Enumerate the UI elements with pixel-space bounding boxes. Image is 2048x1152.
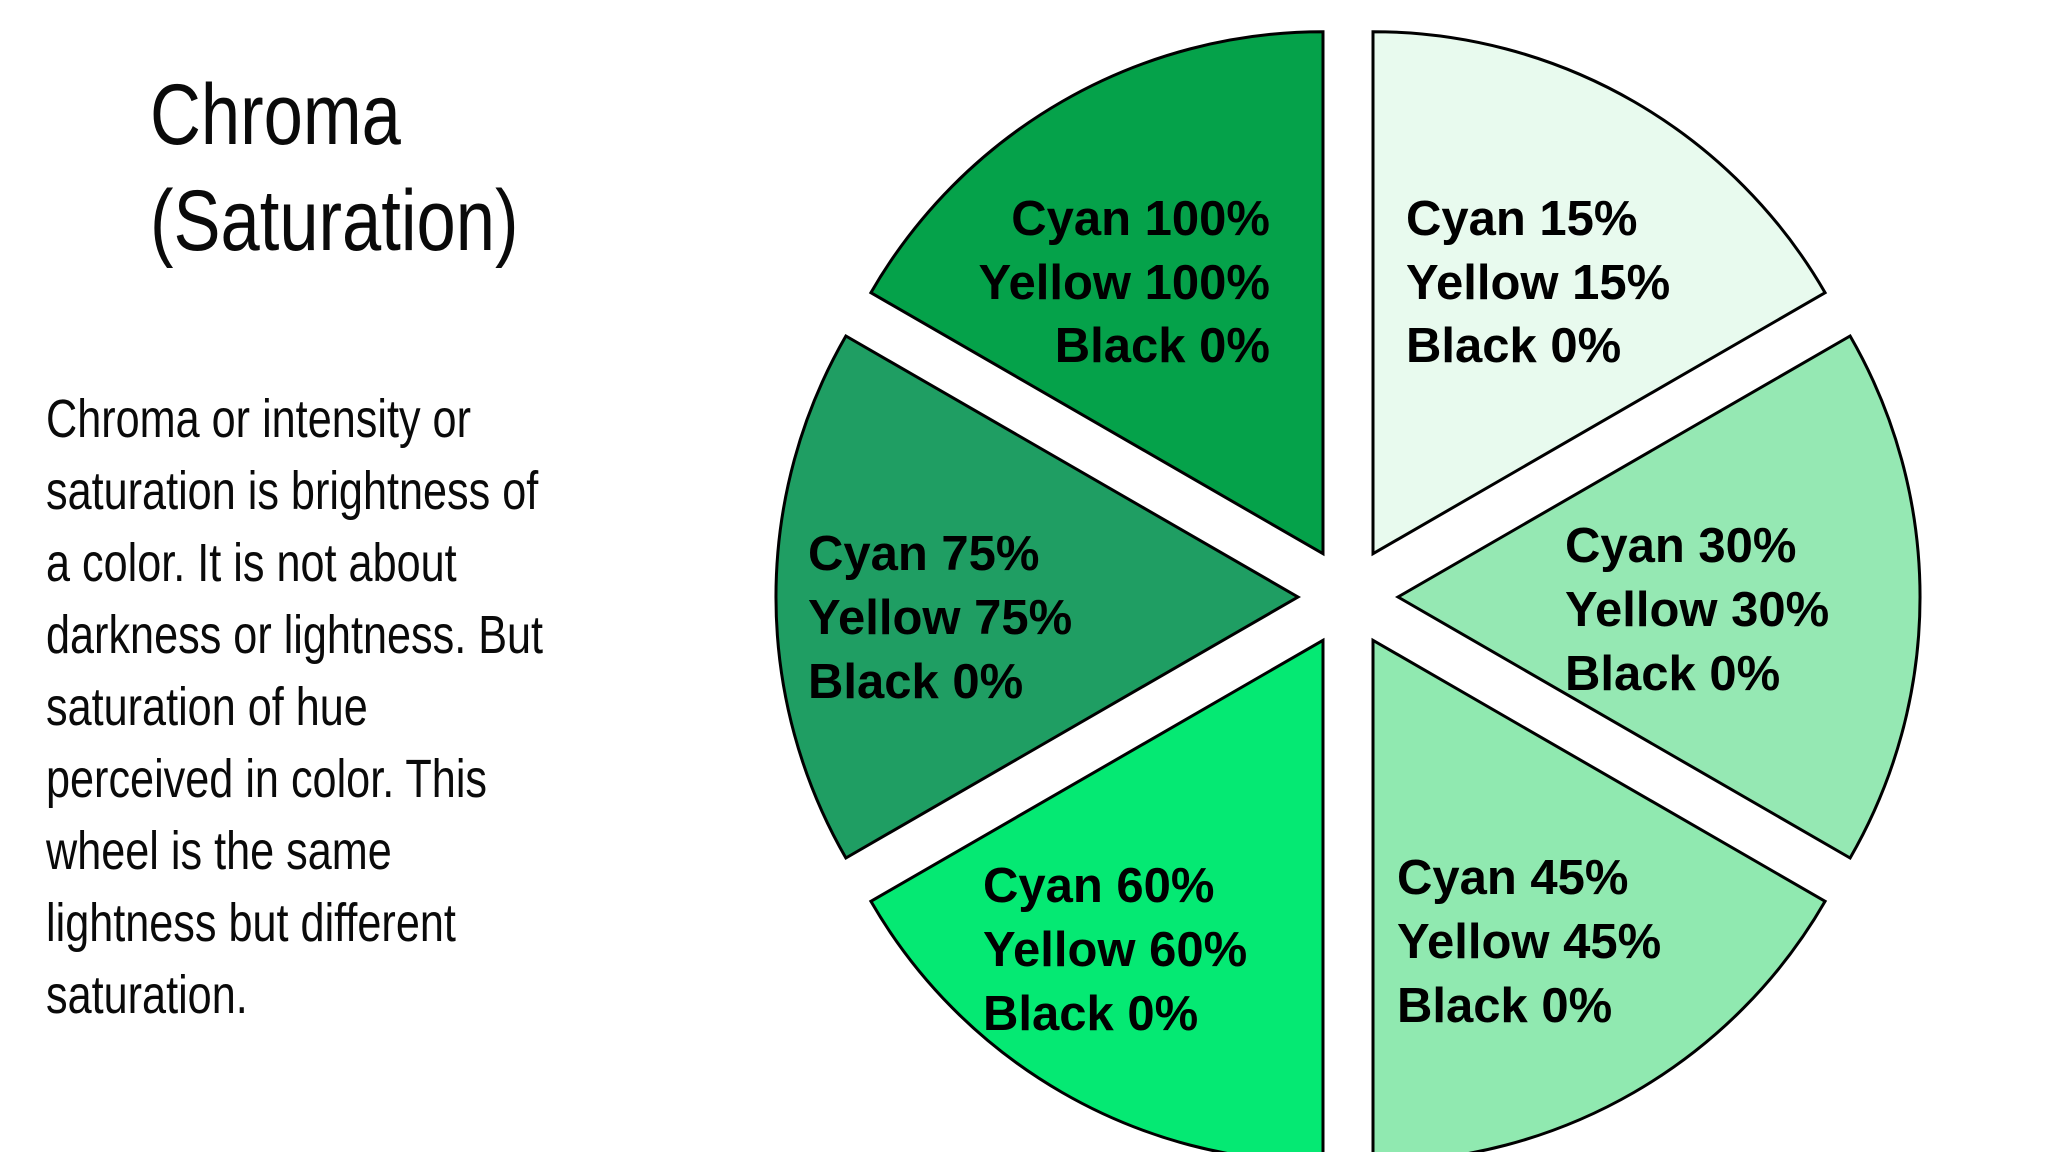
- slice-label-cyan-30: Cyan 30% Yellow 30% Black 0%: [1565, 519, 1829, 701]
- slice-label-line: Cyan 30%: [1565, 519, 1797, 573]
- slice-label-line: Black 0%: [1565, 647, 1780, 701]
- slice-label-cyan-45: Cyan 45% Yellow 45% Black 0%: [1397, 851, 1661, 1033]
- slide-title-line-1: Chroma: [150, 67, 401, 163]
- slice-label-line: Cyan 60%: [983, 859, 1215, 913]
- pie-slice-cyan-60: [868, 637, 1325, 1152]
- slide-body-line-1: Chroma or intensity or: [46, 389, 471, 449]
- slice-label-cyan-15: Cyan 15% Yellow 15% Black 0%: [1406, 192, 1670, 373]
- slice-label-line: Yellow 45%: [1397, 915, 1661, 969]
- slide-body-line-5: saturation of hue: [46, 677, 368, 737]
- slice-label-line: Yellow 75%: [808, 591, 1072, 645]
- slide-body-text: Chroma or intensity or saturation is brig…: [46, 383, 543, 1031]
- slide-body-line-8: lightness but different: [46, 893, 456, 953]
- slice-label-line: Cyan 100%: [1011, 192, 1270, 246]
- slide-body-line-3: a color. It is not about: [46, 533, 457, 593]
- slice-label-line: Yellow 100%: [979, 256, 1270, 310]
- slice-label-line: Yellow 15%: [1406, 256, 1670, 310]
- slide-body-line-2: saturation is brightness of: [46, 461, 539, 521]
- slice-label-line: Cyan 45%: [1397, 851, 1629, 905]
- slide-title-line-2: (Saturation): [150, 173, 519, 269]
- slice-label-line: Black 0%: [1397, 979, 1612, 1033]
- pie-slice-cyan-30: [1394, 333, 1922, 861]
- pie-slice-cyan-100: [868, 30, 1325, 557]
- slice-label-line: Black 0%: [1055, 319, 1270, 373]
- pie-slice-cyan-45: [1371, 637, 1828, 1152]
- pie-slice-cyan-75: [774, 333, 1302, 861]
- slice-label-cyan-60: Cyan 60% Yellow 60% Black 0%: [983, 859, 1247, 1041]
- slice-label-line: Black 0%: [808, 655, 1023, 709]
- slice-label-line: Yellow 60%: [983, 923, 1247, 977]
- slice-label-cyan-100: Cyan 100% Yellow 100% Black 0%: [979, 192, 1270, 373]
- slide-body-line-7: wheel is the same: [46, 821, 392, 881]
- slice-label-line: Cyan 75%: [808, 527, 1040, 581]
- slice-label-cyan-75: Cyan 75% Yellow 75% Black 0%: [808, 527, 1072, 709]
- slide-title: Chroma (Saturation): [150, 62, 518, 274]
- slide-body-line-9: saturation.: [46, 965, 248, 1025]
- slice-label-line: Black 0%: [983, 987, 1198, 1041]
- pie-slice-cyan-15: [1371, 30, 1828, 557]
- slide-body-line-6: perceived in color. This: [46, 749, 488, 809]
- slice-label-line: Yellow 30%: [1565, 583, 1829, 637]
- slice-label-line: Black 0%: [1406, 319, 1621, 373]
- slide-body-line-4: darkness or lightness. But: [46, 605, 544, 665]
- slice-label-line: Cyan 15%: [1406, 192, 1638, 246]
